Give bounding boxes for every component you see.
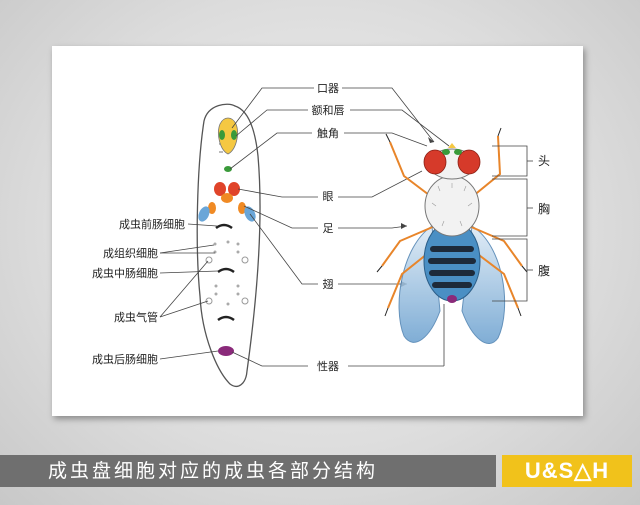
larva-disc-wing-left: [198, 206, 210, 222]
label-thorax: 胸: [538, 201, 550, 216]
label-midgut: 成虫中肠细胞: [92, 267, 158, 280]
larva-disc-eye-left: [214, 182, 226, 196]
label-abdomen: 腹: [538, 264, 550, 278]
label-leg: 足: [323, 222, 334, 235]
larva-disc-frons: [224, 166, 232, 172]
larva-gut-hind: [217, 315, 235, 322]
fly-eye-left: [423, 149, 447, 175]
diagram-card: 成虫前肠细胞 成组织细胞 成虫中肠细胞 成虫气管 成虫后肠细胞 口器 额和唇 触…: [52, 46, 583, 416]
fly-antenna-left: [442, 149, 450, 155]
label-trachea: 成虫气管: [114, 310, 158, 324]
label-histoblast: 成组织细胞: [103, 246, 158, 260]
larva-disc-eye-right: [228, 182, 240, 196]
label-eye: 眼: [323, 190, 334, 203]
larva-histoblasts: [213, 240, 240, 306]
label-genitalia: 性器: [317, 359, 339, 373]
label-mouthparts: 口器: [317, 82, 339, 95]
label-frons-labrum: 额和唇: [312, 104, 345, 117]
larva-gut-fore: [215, 223, 233, 230]
fly-mouthparts: [448, 143, 456, 148]
right-brackets: [492, 145, 533, 302]
fly-thorax-hairs: [431, 183, 473, 227]
larva-disc-antenna-right: [231, 130, 237, 140]
larva-tracheae: [205, 256, 249, 305]
larva: [196, 103, 261, 387]
fly-antenna-right: [454, 149, 462, 155]
fly-genitalia: [447, 295, 457, 303]
banner-title: 成虫盘细胞对应的成虫各部分结构: [48, 460, 379, 482]
larva-disc-leg-right: [238, 202, 246, 214]
larva-disc-genital: [218, 346, 234, 356]
adult-fly: [376, 127, 528, 344]
fly-abdomen-stripes: [428, 246, 476, 288]
label-antenna: 触角: [317, 126, 339, 140]
larva-gut-mid: [217, 267, 235, 274]
label-foregut: 成虫前肠细胞: [119, 217, 185, 231]
larva-body: [196, 103, 261, 387]
fly-eye-right: [457, 149, 481, 175]
left-leader-lines: [159, 223, 219, 360]
larva-disc-antenna-left: [219, 130, 225, 140]
title-banner: 成虫盘细胞对应的成虫各部分结构: [0, 455, 496, 487]
brand-logo: U&S△H: [502, 455, 632, 487]
label-head: 头: [538, 154, 550, 168]
label-hindgut: 成虫后肠细胞: [92, 353, 158, 366]
label-wing: 翅: [323, 277, 334, 291]
larva-disc-leg-left: [208, 202, 216, 214]
diagram-canvas: 成虫前肠细胞 成组织细胞 成虫中肠细胞 成虫气管 成虫后肠细胞 口器 额和唇 触…: [92, 82, 550, 387]
larva-disc-eye-lower: [221, 193, 233, 203]
